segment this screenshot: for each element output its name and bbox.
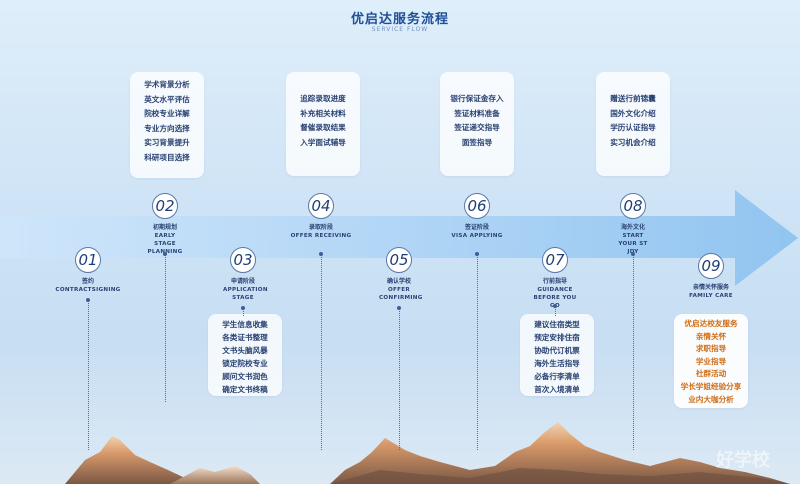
list-item: 优启达校友服务 [684,319,738,328]
list-item: 预定安排住宿 [534,333,580,342]
list-item: 亲情关怀 [695,331,727,341]
step-cn: 录取阶段 [308,224,333,231]
list-item: 面签指导 [461,137,493,147]
connector-dot [86,298,90,302]
step-cn: 确认学校 [386,278,411,285]
step-number-06: 06 [464,193,490,219]
connector-dot [163,252,167,256]
connector-line [321,254,322,450]
list-item: 必备行李清单 [534,372,580,381]
list-item: 补充相关材料 [300,108,346,118]
box-family-care: 优启达校友服务 亲情关怀 求职指导 学业指导 社群活动 学长学姐经验分享 业内大… [674,314,748,408]
list-item: 业内大咖分析 [688,394,734,404]
watermark-logo: 好学校 [716,450,770,471]
connector-line [165,254,166,402]
list-item: 银行保证金存入 [450,94,504,103]
list-item: 社群活动 [695,369,727,379]
list-item: 入学面试辅导 [300,137,346,147]
connector-line [477,254,478,450]
list-item: 学长学姐经验分享 [680,381,742,391]
list-item: 确定文书终稿 [222,385,268,394]
step-en: APPLICATION STAGE [223,287,268,301]
list-item: 签证材料准备 [454,108,500,118]
list-item: 锁定院校专业 [222,359,268,368]
step-cn: 签证阶段 [464,224,489,231]
box-application-stage: 学生信息收集 各类证书整理 文书头脑风暴 锁定院校专业 顾问文书润色 确定文书终… [208,314,282,396]
step-number-04: 04 [308,193,334,219]
step-en: CONTRACTSIGNING [55,287,121,293]
connector-dot [241,306,245,310]
list-item: 文书头脑风暴 [222,346,268,355]
step-label-01: 签约 CONTRACTSIGNING [53,278,123,294]
list-item: 国外文化介绍 [610,108,656,118]
connector-dot [475,252,479,256]
list-item: 学生信息收集 [222,320,268,329]
list-item: 实习背景提升 [144,138,190,147]
step-label-04: 录取阶段 OFFER RECEIVING [286,224,356,240]
connector-dot [631,252,635,256]
step-label-09: 亲情关怀服务 FAMILY CARE [676,284,746,300]
step-label-05: 确认学校 OFFER CONFIRMING [364,278,434,302]
list-item: 签证递交指导 [454,123,500,132]
step-cn: 行前指导 [542,278,567,285]
step-en: OFFER CONFIRMING [379,287,423,301]
step-number-07: 07 [542,247,568,273]
list-item: 科研项目选择 [144,152,190,162]
connector-dot [553,304,557,308]
list-item: 实习机会介绍 [610,137,656,147]
step-number-01: 01 [75,247,101,273]
list-item: 追踪录取进度 [300,94,346,103]
page-subtitle: SERVICE FLOW [371,26,429,33]
step-number-08: 08 [620,193,646,219]
step-en: OFFER RECEIVING [290,233,352,239]
list-item: 学历认证指导 [610,123,656,132]
step-cn: 亲情关怀服务 [692,284,729,291]
list-item: 求职指导 [695,344,727,354]
step-en: VISA APPLYING [451,233,503,239]
list-item: 学术背景分析 [144,80,190,89]
connector-dot [319,252,323,256]
connector-dot [397,306,401,310]
step-number-03: 03 [230,247,256,273]
connector-line [399,308,400,450]
list-item: 专业方向选择 [144,123,190,133]
step-cn: 海外文化 [620,224,645,231]
box-early-planning: 学术背景分析 英文水平评估 院校专业详解 专业方向选择 实习背景提升 科研项目选… [130,72,204,178]
list-item: 顾问文书润色 [222,372,268,381]
step-number-02: 02 [152,193,178,219]
step-number-05: 05 [386,247,412,273]
list-item: 建议住宿类型 [534,320,580,329]
list-item: 各类证书整理 [222,333,268,342]
step-label-03: 申请阶段 APPLICATION STAGE [208,278,278,302]
list-item: 英文水平评估 [144,94,190,104]
step-cn: 初期规划 [152,224,177,231]
list-item: 学业指导 [695,356,727,366]
connector-line [88,300,89,450]
step-cn: 签约 [81,278,94,285]
list-item: 赠送行前锦囊 [610,94,656,103]
box-guidance: 建议住宿类型 预定安排住宿 协助代订机票 海外生活指导 必备行李清单 首次入境清… [520,314,594,396]
step-cn: 申请阶段 [230,278,255,285]
list-item: 首次入境清单 [534,385,580,394]
connector-line [555,306,556,316]
list-item: 海外生活指导 [534,359,580,368]
box-overseas-culture: 赠送行前锦囊 国外文化介绍 学历认证指导 实习机会介绍 [596,72,670,176]
list-item: 协助代订机票 [534,346,580,355]
step-en: FAMILY CARE [689,293,733,299]
box-offer-receiving: 追踪录取进度 补充相关材料 督催录取结果 入学面试辅导 [286,72,360,176]
list-item: 院校专业详解 [144,109,190,118]
step-label-06: 签证阶段 VISA APPLYING [442,224,512,240]
box-visa-applying: 银行保证金存入 签证材料准备 签证递交指导 面签指导 [440,72,514,176]
connector-line [633,254,634,450]
page-title: 优启达服务流程 [350,12,449,27]
list-item: 督催录取结果 [300,123,346,132]
connector-line [243,308,244,316]
step-number-09: 09 [698,253,724,279]
